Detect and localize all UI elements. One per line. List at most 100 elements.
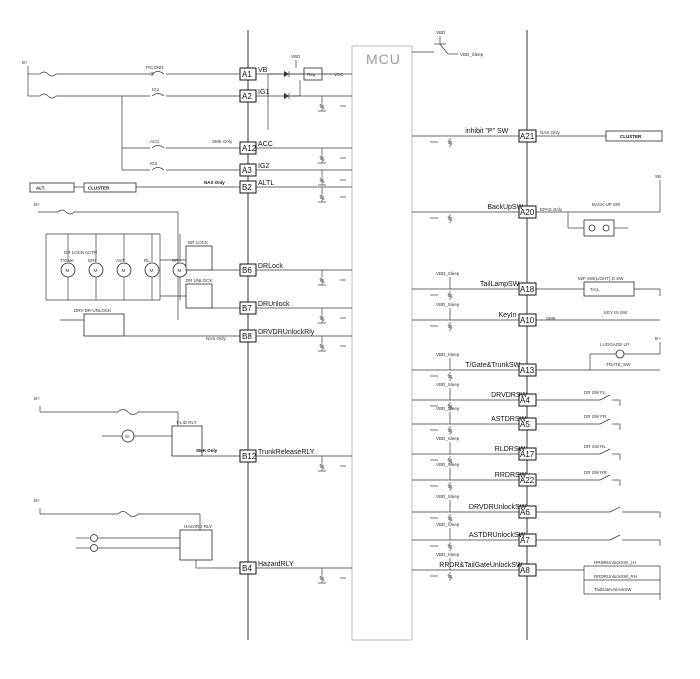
nas-only-left-label: NAS Only xyxy=(204,180,225,185)
t-lid-rly-label: T-LID RLY xyxy=(176,420,197,425)
motor-label: RR xyxy=(172,258,179,263)
door-motor-2: M DRI xyxy=(88,234,104,300)
pin-signal: IG1 xyxy=(258,89,269,96)
rrdr-unlock-rh-label: RRDRUnlockSW_RH xyxy=(594,574,637,579)
pin-signal: IG2 xyxy=(258,163,269,170)
motor-label: DRI xyxy=(88,258,96,263)
motor-symbol: M xyxy=(66,268,70,273)
pin-id: B8 xyxy=(242,332,252,341)
motor-symbol: M xyxy=(178,268,182,273)
smk-only-trunk-label: SMK Only xyxy=(196,448,218,453)
fuse-pconn-label: P/CONN xyxy=(146,65,164,70)
mcu-label: MCU xyxy=(366,51,401,67)
fuse-acc-label: ACC xyxy=(150,139,160,144)
pin-id: A18 xyxy=(520,285,535,294)
nas-only-drv-label: NAS Only xyxy=(206,336,227,341)
rrdr-unlock-lh-label: RRDRUnlockSW_LH xyxy=(594,560,636,565)
tgate-sw-label: TGATE_SW xyxy=(606,362,631,367)
cluster-left-label: CLUSTER xyxy=(88,186,110,191)
bplus-hazard-label: B+ xyxy=(34,498,40,503)
motor-symbol: M xyxy=(94,268,98,273)
pin-signal: RRDRSW xyxy=(495,472,527,479)
bplus-label: B+ xyxy=(22,60,28,65)
pin-signal: ASTDRSW xyxy=(491,416,526,423)
motor-symbol: M xyxy=(150,268,154,273)
pin-id: A21 xyxy=(520,132,535,141)
vbd-sleep-pullup-label: VBD_Sleep xyxy=(436,406,460,411)
vbd-sleep-pullup-label: VBD_Sleep xyxy=(436,302,460,307)
pin-id: A5 xyxy=(520,420,530,429)
trunk-release-circuit: B+ M T-LID RLY SMK Only xyxy=(34,396,240,457)
pin-signal: DRVDRSW xyxy=(491,392,527,399)
pin-signal: HazardRLY xyxy=(258,561,294,568)
vbd-sleep-transistor: VBD VBD_Sleep xyxy=(412,30,484,57)
pin-id: A8 xyxy=(520,566,530,575)
dr-lock-actr-label: DR LOCK ACTR xyxy=(64,250,98,255)
right-devices: NAS Only CLUSTER EPAS Only BACK UP SW SB… xyxy=(536,130,663,600)
vbd-label-top: VBD xyxy=(436,30,446,35)
motor-label: RL xyxy=(144,258,150,263)
pin-signal: DRLock xyxy=(258,263,283,270)
left-pin-b2: B2 ALTL xyxy=(239,180,352,203)
pin-id: B2 xyxy=(242,183,252,192)
drv-dr-unlock-label: DRV DR UNLOCK xyxy=(74,308,111,313)
pin-signal: BackUpSW xyxy=(487,204,523,211)
supply-section: B+ P/CONN IG1 ACC IG2 SMK Only xyxy=(22,60,240,171)
pin-id: B6 xyxy=(242,266,252,275)
dr-unlock-label: DR UNLOCK xyxy=(186,278,213,283)
pin-id: A17 xyxy=(520,450,535,459)
motor-symbol: M xyxy=(122,268,126,273)
hazard-circuit: B+ HAZARD RLY xyxy=(34,498,240,569)
vcc-label: VCC xyxy=(334,72,344,77)
mcu-block xyxy=(351,45,413,641)
door-motor-4: MRL xyxy=(144,234,160,300)
pin-id: A20 xyxy=(520,208,535,217)
pin-signal: RRDR&TailGateUnlockSW xyxy=(439,562,523,569)
vbd-sleep-pullup-label: VBD_Sleep xyxy=(436,271,460,276)
motor-label: AST xyxy=(116,258,125,263)
back-up-sw-label: BACK UP SW xyxy=(592,202,621,207)
regulator: Reg VCC VBD xyxy=(268,54,344,99)
pin-id: A6 xyxy=(520,508,530,517)
dr-sw-fl-label: DR SW FL xyxy=(584,390,606,395)
pin-id: A4 xyxy=(520,396,530,405)
vbd-sleep-pullup-label: VBD_Sleep xyxy=(436,462,460,467)
vbd-sleep-label: VBD_Sleep xyxy=(460,52,484,57)
dr-sw-rl-label: DR SW RL xyxy=(584,444,606,449)
pin-signal: inhibit "P" SW xyxy=(465,128,508,135)
vbd-sleep-pullup-label: VBD_Sleep xyxy=(436,494,460,499)
pin-id: A2 xyxy=(242,92,252,101)
door-motor-3: M AST xyxy=(116,234,132,300)
hazard-rly-label: HAZARD RLY xyxy=(184,524,212,529)
dr-lock-label: DR LOCK xyxy=(188,240,208,245)
pin-signal: KeyIn xyxy=(499,312,517,319)
pin-id: B12 xyxy=(242,452,257,461)
fuse-ig2-label: IG2 xyxy=(150,161,158,166)
alt-cluster: ALT. CLUSTER NAS Only xyxy=(29,180,240,193)
alt-label: ALT. xyxy=(36,186,45,191)
key-in-sw-label: KEY IN SW xyxy=(604,310,628,315)
vbd-sleep-pullup-label: VBD_Sleep xyxy=(436,352,460,357)
bplus-door-label: B+ xyxy=(34,202,40,207)
pin-signal: ALTL xyxy=(258,180,274,187)
pin-id: A7 xyxy=(520,536,530,545)
vbd-sleep-pullup-label: VBD_Sleep xyxy=(436,552,460,557)
smk-only-acc-label: SMK Only xyxy=(212,139,233,144)
tailgate-unlock-label: TailGateUnlockSW xyxy=(594,587,632,592)
